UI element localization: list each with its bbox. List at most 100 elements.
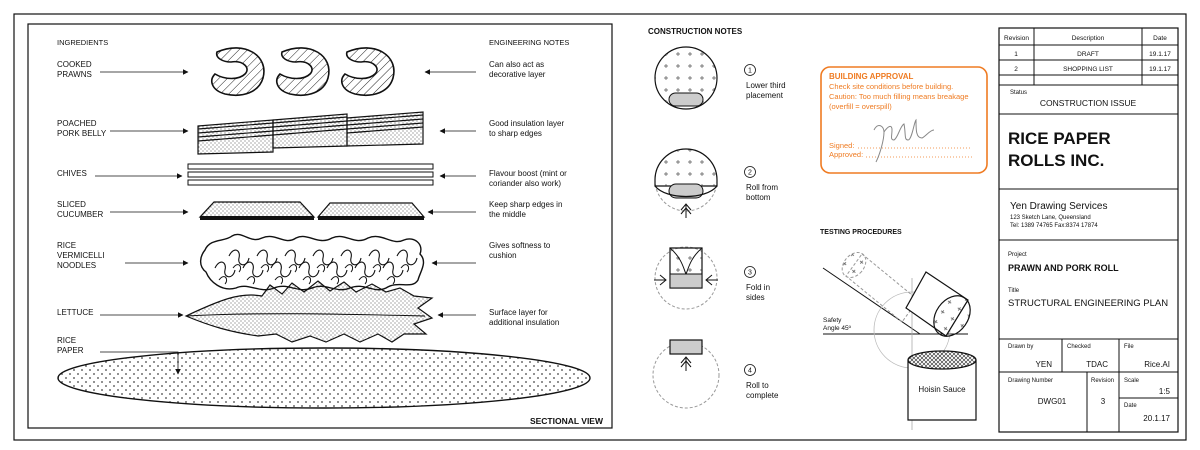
- step-number-circle: [744, 364, 756, 376]
- construction-notes-title: CONSTRUCTION NOTES: [648, 27, 743, 36]
- drawing-number-label: Drawing Number: [1008, 378, 1053, 384]
- step-number: 4: [748, 368, 752, 375]
- pork-fat-line: [346, 122, 424, 130]
- noodle-curl: [214, 261, 236, 278]
- noodle-curl: [386, 276, 396, 285]
- noodle-curl: [232, 264, 242, 273]
- noodle-curl: [302, 276, 312, 285]
- scale-label: Scale: [1124, 378, 1140, 384]
- up-arrow-icon: [680, 203, 692, 218]
- sectional-view-caption: SECTIONAL VIEW: [530, 416, 604, 426]
- cucumber-skin: [200, 216, 314, 220]
- cucumber-slice: [198, 201, 316, 218]
- step-number-circle: [744, 64, 756, 76]
- status-label: Status: [1010, 90, 1027, 96]
- right-arrow-icon: [654, 274, 667, 286]
- noodle-curl: [354, 261, 376, 278]
- ingredient-label: PAPER: [57, 346, 84, 355]
- engineering-note: Keep sharp edges in: [489, 200, 562, 209]
- noodle-curl: [358, 276, 368, 285]
- noodle-curl: [382, 261, 404, 278]
- step-number: 1: [748, 68, 752, 75]
- chive-strip: [187, 163, 434, 170]
- checked-label: Checked: [1067, 344, 1091, 350]
- file-value: Rice.AI: [1144, 360, 1170, 369]
- pork-belly-slice: [346, 111, 424, 147]
- safety-label: Safety: [823, 317, 842, 324]
- drafter-contact: Tel: 1389 74765 Fax:8374 17874: [1010, 223, 1098, 229]
- engineering-note: Gives softness to: [489, 241, 551, 250]
- lettuce-leaf: [184, 280, 434, 343]
- noodle-curl: [270, 261, 292, 278]
- approval-box: [820, 66, 988, 174]
- pork-fat-line: [197, 130, 274, 138]
- step-number: 2: [748, 170, 752, 177]
- noodle-curl: [326, 261, 348, 278]
- pork-fat-line: [197, 122, 274, 130]
- step-number: 3: [748, 270, 752, 277]
- paper-fold: [669, 247, 703, 275]
- engineering-notes-header: ENGINEERING NOTES: [489, 38, 569, 47]
- noodle-outline: [199, 233, 425, 291]
- engineering-note: the middle: [489, 210, 526, 219]
- drafter-address: 123 Sketch Lane, Queensland: [1010, 215, 1091, 221]
- sectional-view-frame: [27, 23, 613, 429]
- pork-fat-line: [272, 116, 348, 124]
- noodle-curl: [344, 264, 354, 273]
- engineering-note: Surface layer for: [489, 308, 548, 317]
- signature-mark: [873, 118, 935, 163]
- noodle-curl: [260, 264, 270, 273]
- revision-number: 1: [1014, 51, 1018, 58]
- title-value: STRUCTURAL ENGINEERING PLAN: [1008, 298, 1168, 309]
- noodle-curl: [400, 264, 410, 273]
- revision-header: Revision: [1004, 35, 1029, 42]
- step-number-circle: [744, 266, 756, 278]
- testing-title: TESTING PROCEDURES: [820, 229, 902, 236]
- safety-label: Angle 45º: [823, 325, 852, 332]
- ingredient-label: PRAWNS: [57, 70, 92, 79]
- ingredient-label: COOKED: [57, 60, 92, 69]
- sauce-surface: [907, 350, 977, 370]
- checked-value: TDAC: [1086, 360, 1108, 369]
- sauce-label: Hoisin Sauce: [918, 385, 966, 394]
- date-value: 20.1.17: [1143, 414, 1170, 423]
- pork-fat-line: [197, 126, 274, 134]
- pork-fat-line: [346, 126, 424, 134]
- title-block-frame: [998, 27, 1179, 433]
- approval-line: (overfill = overspill): [829, 102, 892, 111]
- ingredient-label: CHIVES: [57, 169, 87, 178]
- step-text: Lower third: [746, 81, 786, 90]
- chive-strip: [187, 179, 434, 186]
- prawn-shape: [276, 47, 330, 96]
- sheet-border: [13, 13, 1187, 441]
- project-label: Project: [1008, 252, 1027, 258]
- pork-fat-line: [272, 120, 348, 128]
- noodle-curl: [274, 276, 284, 285]
- revision-description: SHOPPING LIST: [1063, 66, 1113, 73]
- step-2-paper: [654, 148, 718, 187]
- signed-label: Signed:: [829, 141, 854, 150]
- cucumber-slice: [316, 202, 426, 218]
- ingredient-label: LETTUCE: [57, 308, 93, 317]
- file-label: File: [1124, 344, 1134, 350]
- step-text: Roll to: [746, 381, 769, 390]
- pork-fat-line: [346, 114, 424, 122]
- spring-roll-end: [933, 295, 971, 337]
- step-text: Roll from: [746, 183, 778, 192]
- ingredients-header: INGREDIENTS: [57, 38, 108, 47]
- revision-date: 19.1.17: [1149, 51, 1171, 58]
- ingredient-label: CUCUMBER: [57, 210, 103, 219]
- prawn-shape: [341, 47, 395, 96]
- paper-fold: [654, 185, 718, 197]
- engineering-note: to sharp edges: [489, 129, 542, 138]
- revision-date: 19.1.17: [1149, 66, 1171, 73]
- company-name: RICE PAPER: [1008, 129, 1111, 148]
- pork-fat-line: [272, 128, 348, 136]
- engineering-note: coriander also work): [489, 179, 561, 188]
- step-text: complete: [746, 391, 779, 400]
- company-name: ROLLS INC.: [1008, 151, 1104, 170]
